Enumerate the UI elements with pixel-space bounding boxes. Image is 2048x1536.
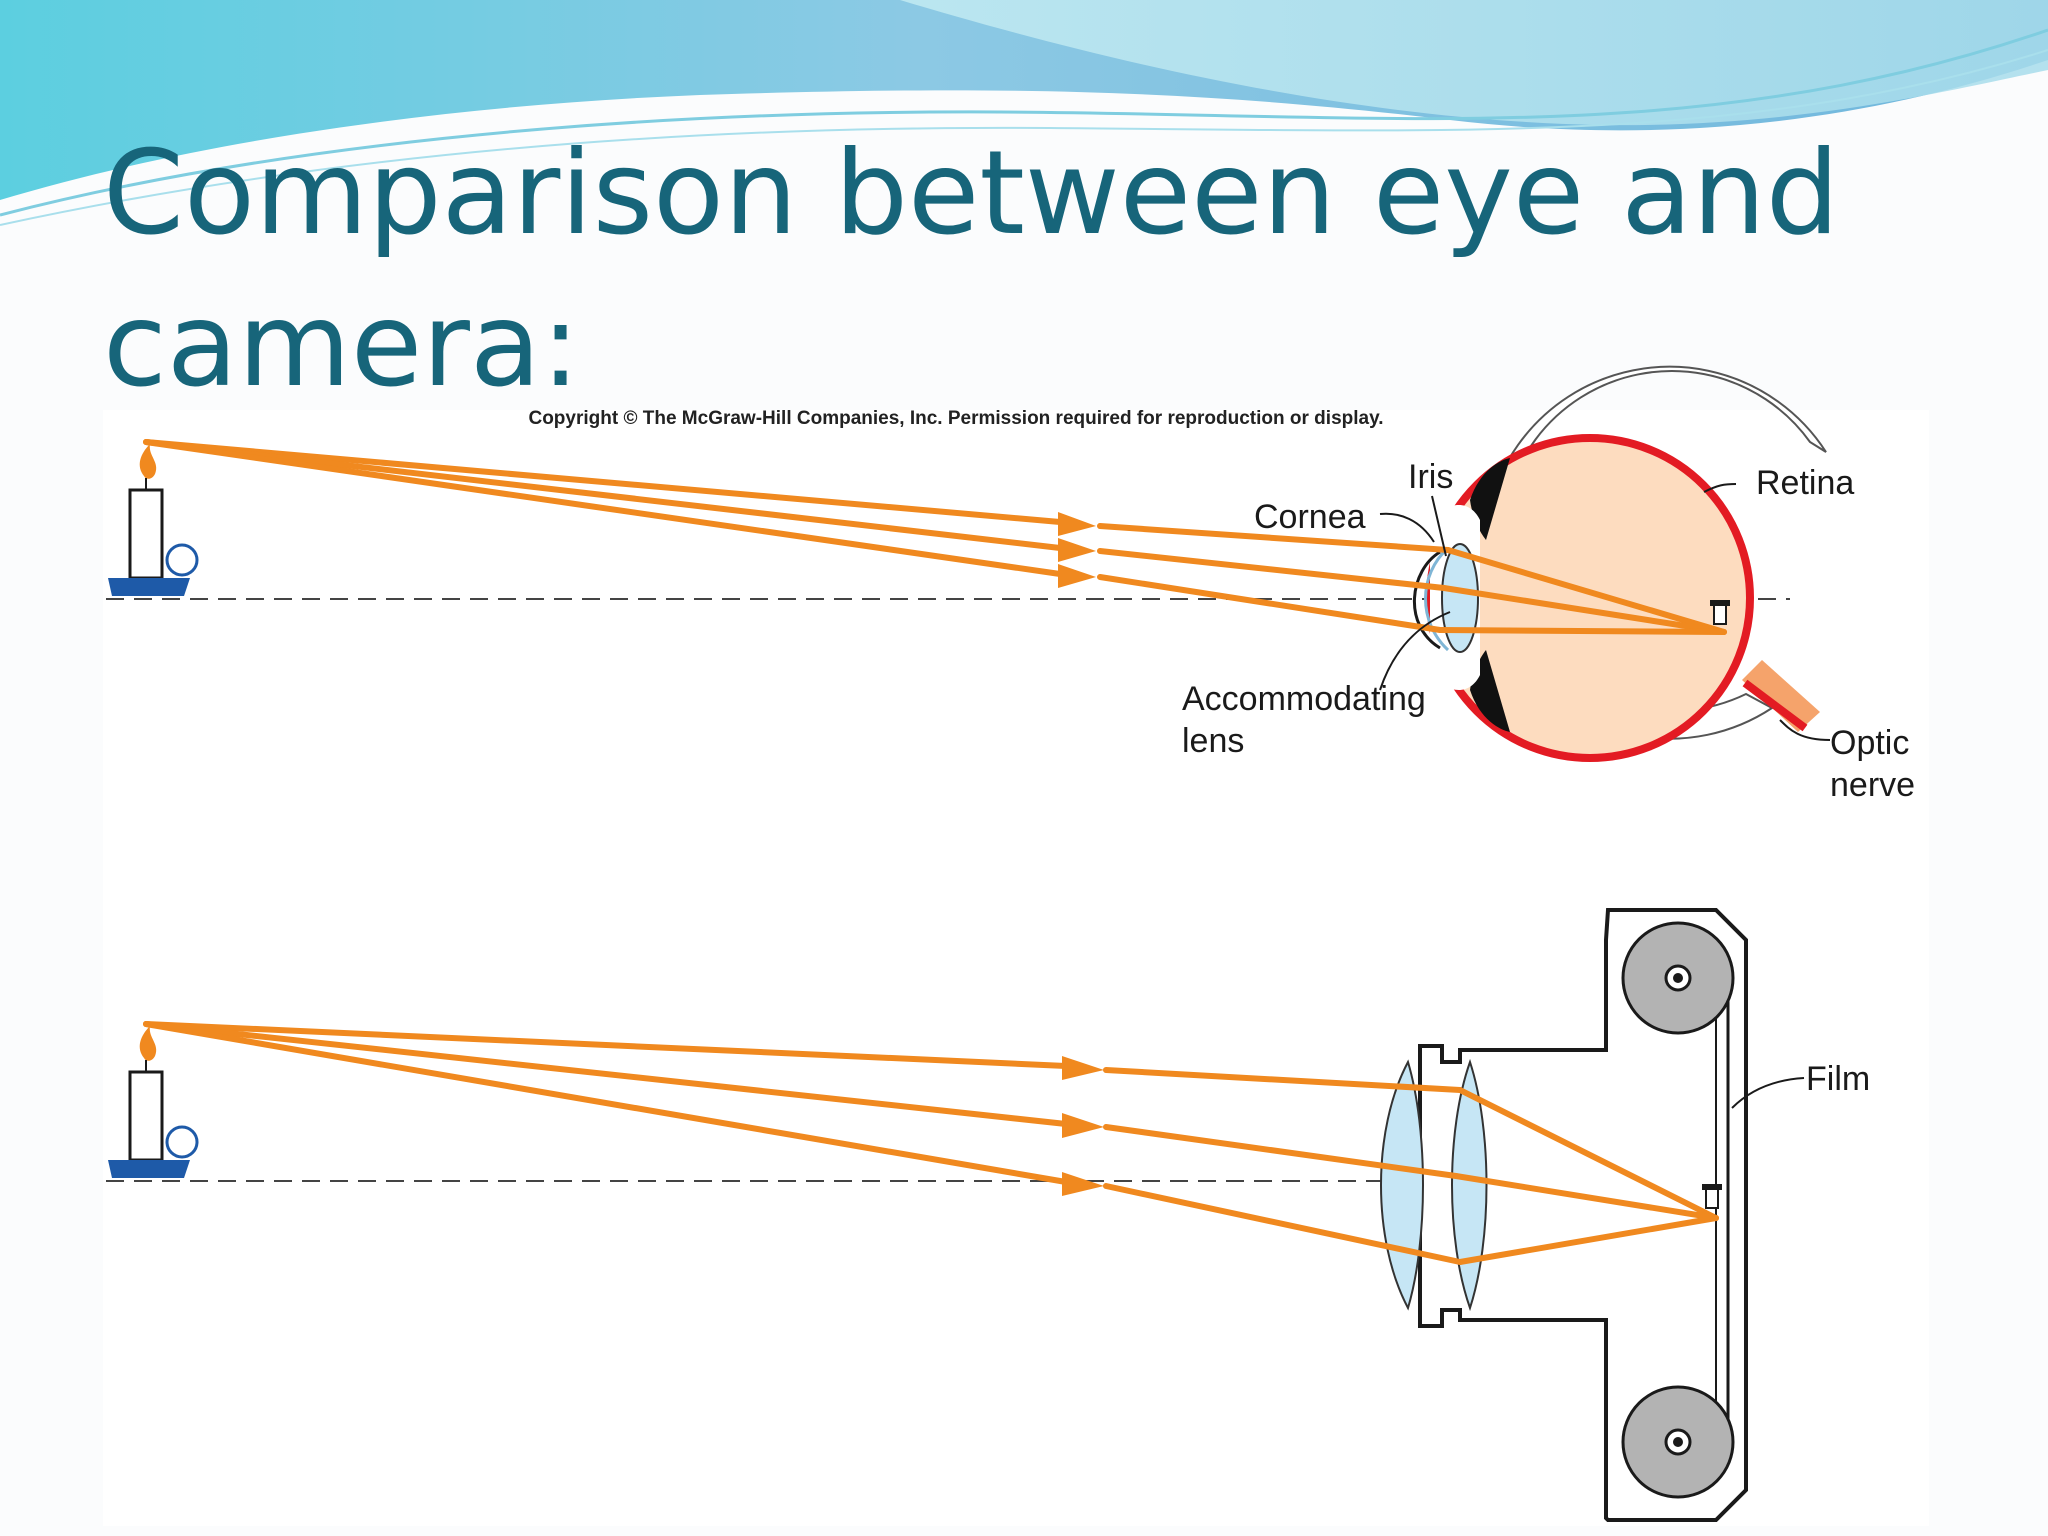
candle-icon bbox=[108, 444, 199, 596]
iris-label: Iris bbox=[1408, 458, 1453, 496]
film-label: Film bbox=[1806, 1060, 1870, 1098]
inverted-candle-image-film bbox=[1702, 1184, 1722, 1209]
cornea-label: Cornea bbox=[1254, 498, 1366, 536]
slide-title: Comparison between eye and camera: bbox=[103, 126, 1840, 413]
wave-banner bbox=[0, 0, 2048, 226]
inverted-candle-image-eye bbox=[1710, 600, 1730, 625]
copyright-notice: Copyright © The McGraw-Hill Companies, I… bbox=[528, 408, 1384, 429]
optic-nerve-label-line1: Optic bbox=[1830, 724, 1909, 762]
camera-ray-arrowheads bbox=[1062, 1056, 1104, 1196]
candle-icon bbox=[108, 1026, 199, 1178]
eye-ray-arrowheads bbox=[1058, 512, 1096, 588]
film-leader-line bbox=[1731, 1077, 1805, 1109]
accommodating-lens-label-line2: lens bbox=[1182, 722, 1244, 760]
accommodating-lens-label-line1: Accommodating bbox=[1182, 680, 1426, 718]
retina-label: Retina bbox=[1756, 464, 1854, 502]
optic-nerve-label-line2: nerve bbox=[1830, 766, 1915, 804]
eye-light-rays bbox=[143, 439, 1727, 635]
eye-leader-lines bbox=[1379, 483, 1831, 1107]
camera-light-rays bbox=[143, 1021, 1719, 1265]
eyeball bbox=[1413, 365, 1827, 762]
